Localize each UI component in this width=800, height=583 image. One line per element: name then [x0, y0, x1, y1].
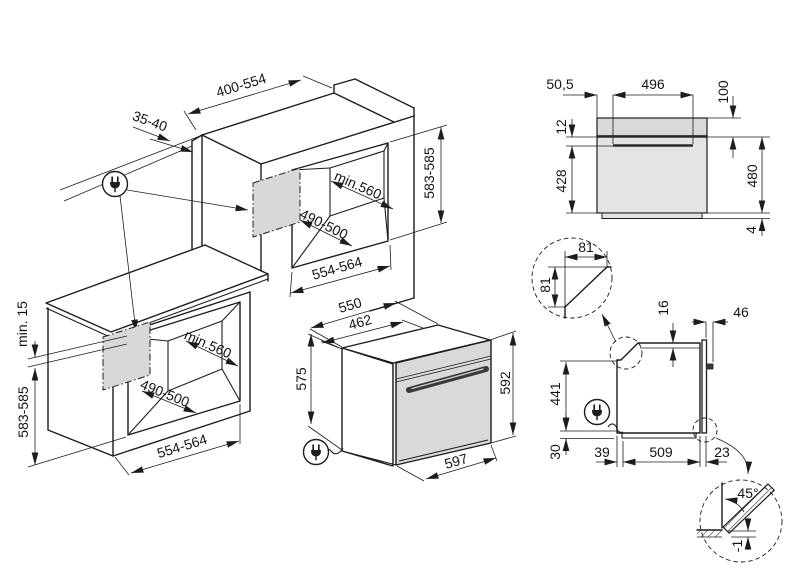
oven-front-view: 50,5 496 100 12 428 480 4: [546, 76, 770, 236]
dim-front-height: 480: [744, 164, 760, 188]
dim-worktop-clearance: min. 15: [14, 301, 30, 347]
oven-door-side: [701, 339, 708, 434]
dim-base-niche-depth: min.560: [182, 327, 234, 362]
door-angle-detail: 45° -1: [696, 479, 783, 563]
dim-chamfer-width: 81: [578, 239, 594, 255]
dim-upper-niche-height: 583-585: [421, 147, 437, 199]
dim-side-handle-depth: 46: [733, 304, 749, 320]
dim-front-door-height: 428: [553, 169, 569, 193]
power-plug-icon: [101, 170, 129, 198]
dim-chamfer-height: 81: [537, 277, 553, 293]
dim-side-base-recess: 30: [547, 444, 563, 460]
base-cabinet-isometric: min. 15 583-585 min.560 490-500 554-564: [14, 244, 269, 476]
upper-cabinet-isometric: 400-554 35-40 min.560 490-500 583-585 55…: [59, 70, 448, 333]
dim-upper-niche-width: 554-564: [310, 253, 364, 283]
dim-upper-niche-depth: min.560: [332, 168, 384, 203]
oven-isometric: 550 462 575 592 597: [293, 294, 517, 482]
dim-front-bottom-trim: 4: [743, 226, 759, 234]
dim-front-side-offset: 50,5: [546, 76, 573, 92]
dim-door-clearance: -1: [729, 540, 745, 553]
dim-oven-width: 597: [443, 450, 470, 472]
dim-base-niche-width: 554-564: [155, 431, 209, 461]
dim-front-handle-gap: 12: [553, 119, 569, 135]
socket-zone-upper: [252, 167, 301, 238]
chamfer-detail: 81 81: [531, 237, 617, 343]
oven-side-view: 16 46 441 30 39 509 23: [547, 300, 753, 475]
dim-front-handle-length: 496: [641, 76, 665, 92]
power-plug-icon: [583, 398, 611, 426]
dim-oven-depth-total: 550: [337, 294, 364, 316]
dim-base-niche-height: 583-585: [15, 386, 31, 438]
dim-side-rear-gap: 39: [594, 444, 610, 460]
dim-side-case-depth: 509: [649, 444, 673, 460]
dim-upper-niche-floor: 490-500: [297, 206, 350, 243]
dim-wall-gap: 35-40: [130, 107, 169, 134]
dim-door-open-angle: 45°: [737, 485, 758, 501]
dim-side-case-height: 441: [547, 382, 563, 406]
dim-oven-height-side: 575: [293, 367, 309, 391]
oven-handle-side: [706, 363, 714, 370]
dim-side-top-recess: 16: [655, 300, 671, 316]
power-plug-icon: [302, 438, 330, 466]
dim-top-recess-width: 400-554: [214, 70, 268, 100]
dim-front-panel-height: 100: [715, 80, 731, 104]
dim-base-niche-floor: 490-500: [138, 376, 192, 410]
dim-side-door-front: 23: [714, 444, 730, 460]
dim-oven-depth-body: 462: [347, 311, 374, 333]
oven-handle: [406, 366, 489, 393]
dim-oven-height-front: 592: [497, 371, 513, 395]
